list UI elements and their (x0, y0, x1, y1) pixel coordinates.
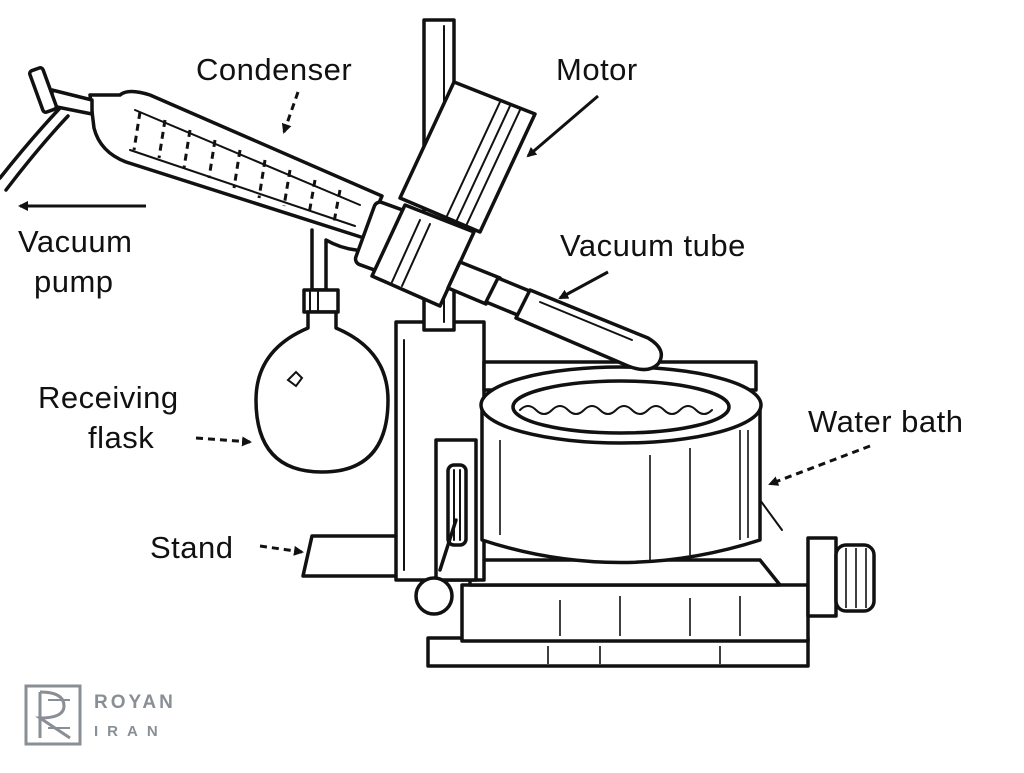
motor (370, 80, 537, 308)
receiving-flask-pointer (195, 436, 252, 447)
water-bath-pointer (768, 444, 871, 486)
label-vacuum-tube: Vacuum tube (560, 228, 746, 263)
receiving-flask (254, 288, 390, 474)
label-motor: Motor (556, 52, 638, 87)
label-condenser: Condenser (196, 52, 352, 87)
motor-pointer (526, 94, 599, 158)
water-bath (479, 365, 783, 565)
vacuum-tube-pointer (558, 270, 609, 300)
label-stand: Stand (150, 530, 234, 565)
brand-line1: ROYAN (94, 692, 176, 713)
vacuum-tube (446, 260, 664, 372)
labels: Condenser Motor Vacuum pump Vacuum tube … (18, 52, 963, 565)
label-receiving-line2: flask (88, 420, 154, 455)
royan-iran-logo: ROYAN IRAN (24, 684, 176, 746)
condenser (0, 66, 413, 292)
stand-pointer (259, 544, 304, 556)
condenser-pointer (281, 91, 300, 134)
base-unit (426, 536, 876, 668)
label-vacuum-line2: pump (34, 264, 114, 299)
label-water-bath: Water bath (808, 404, 963, 439)
footer-band: ROYAN IRAN (0, 680, 1024, 768)
brand-line2: IRAN (94, 723, 167, 740)
logo-mark-icon (24, 684, 82, 746)
label-vacuum-line1: Vacuum (18, 224, 132, 259)
label-receiving-line1: Receiving (38, 380, 179, 415)
stand (301, 18, 758, 616)
